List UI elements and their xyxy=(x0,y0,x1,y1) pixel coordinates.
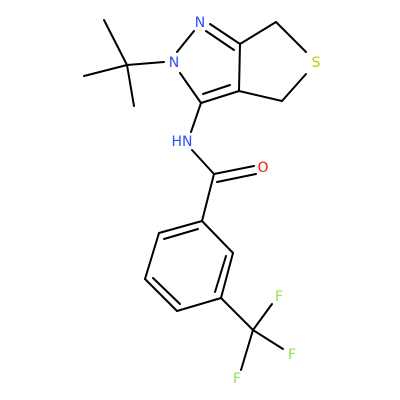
bond-ch2-top-s xyxy=(275,21,307,53)
bond-c7a-c3-double-outer xyxy=(200,90,240,104)
atom-label-n-top: N xyxy=(195,15,205,31)
atom-labels: N N S HN O F F F xyxy=(169,15,321,387)
bond-n-c3a-double-outer xyxy=(209,23,241,45)
bond-tbu-quaternary-n xyxy=(126,61,165,66)
bond-n-n xyxy=(176,30,195,53)
tert-butyl-group xyxy=(83,19,165,107)
bond-benz-1-inner xyxy=(163,228,199,240)
atom-label-s: S xyxy=(312,55,321,71)
trifluoromethyl-group xyxy=(220,297,284,371)
bond-benz-1 xyxy=(158,220,203,234)
bond-carbonyl-o-inner xyxy=(216,173,257,183)
bond-carbonyl-o-outer xyxy=(213,165,255,175)
bond-benz-3 xyxy=(144,278,178,312)
bond-cf3-f-right xyxy=(252,329,284,350)
bond-ch2-bottom-c7a xyxy=(238,90,283,102)
bond-c3a-ch2-top xyxy=(239,21,277,45)
bond-tbu-methyl-bottom xyxy=(126,64,135,107)
pyrazole-ring xyxy=(176,23,241,104)
bond-ring-cf3 xyxy=(220,297,254,331)
bond-benz-2 xyxy=(144,232,160,280)
bond-c3a-c7a xyxy=(238,43,241,92)
bond-benz-5-inner xyxy=(214,255,227,293)
bond-benz-3-inner xyxy=(152,277,181,305)
atom-label-f-bottom: F xyxy=(233,371,241,387)
thiophene-ring xyxy=(238,21,307,102)
atom-label-o: O xyxy=(257,160,268,176)
bond-cf3-f-bottom xyxy=(240,329,254,371)
bond-benz-5 xyxy=(220,252,234,299)
bond-c7a-c3-double-inner xyxy=(202,84,231,95)
amide-linkage xyxy=(190,102,257,222)
atom-label-f-top: F xyxy=(275,289,283,305)
bond-carbonyl-ring xyxy=(201,173,215,222)
atom-label-n-tbu: N xyxy=(169,55,179,71)
bond-c3-n xyxy=(179,72,202,104)
bond-n-c3a-double-inner xyxy=(205,30,235,51)
bond-benz-6 xyxy=(201,220,234,254)
bond-c3-nh xyxy=(190,102,202,133)
benzene-ring xyxy=(144,220,234,312)
bond-benz-4 xyxy=(176,297,222,312)
bond-nh-carbonyl xyxy=(191,149,215,175)
atom-label-f-right: F xyxy=(288,347,296,363)
bond-cf3-f-top xyxy=(252,303,273,331)
atom-label-nh: HN xyxy=(172,134,193,150)
bond-s-ch2-bottom xyxy=(281,73,307,102)
bond-tbu-methyl-top xyxy=(103,19,128,66)
bond-tbu-methyl-left xyxy=(83,64,128,77)
